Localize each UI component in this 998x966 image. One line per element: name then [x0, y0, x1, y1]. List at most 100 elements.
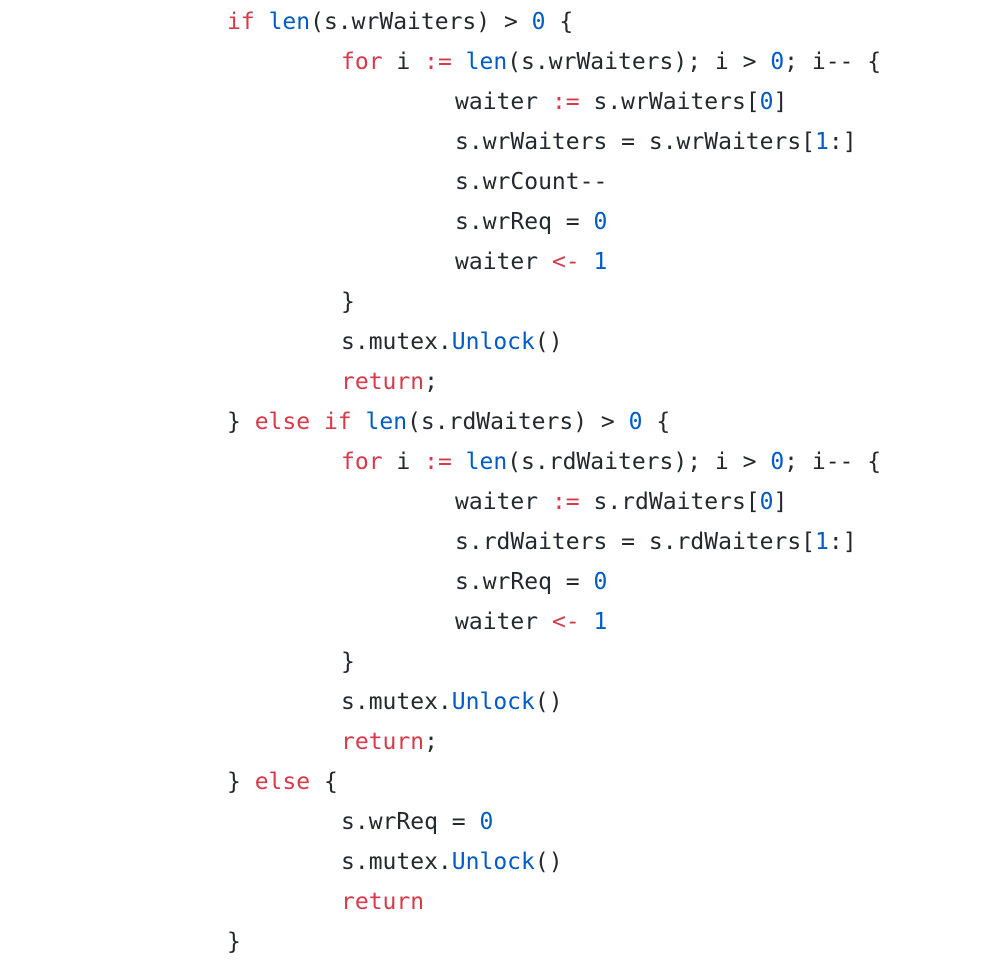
code-token: waiter [455, 89, 552, 115]
code-token: s.wrWaiters = s.wrWaiters[ [455, 129, 816, 155]
code-token: ; [424, 369, 438, 395]
code-line: if len(s.wrWaiters) > 0 { [0, 2, 998, 42]
code-token: (s.wrWaiters); i > [507, 49, 771, 75]
code-line: s.wrWaiters = s.wrWaiters[1:] [0, 122, 998, 162]
number-literal-token: 1 [815, 129, 829, 155]
code-token [580, 609, 594, 635]
code-line: waiter <- 1 [0, 242, 998, 282]
code-token: waiter [455, 489, 552, 515]
code-token: s.wrCount-- [455, 169, 608, 195]
keyword-token: for [341, 49, 383, 75]
code-token [310, 409, 324, 435]
code-line: s.mutex.Unlock() [0, 842, 998, 882]
code-token: (s.rdWaiters) > [407, 409, 629, 435]
code-token: s.mutex. [341, 329, 452, 355]
number-literal-token: 0 [628, 409, 643, 435]
operator-token: := [551, 489, 580, 515]
keyword-token: return [341, 729, 425, 755]
number-literal-token: 0 [770, 49, 785, 75]
code-line: } else { [0, 762, 998, 802]
code-token [352, 409, 366, 435]
code-token: i [382, 49, 425, 75]
code-token [452, 449, 466, 475]
code-line: s.rdWaiters = s.rdWaiters[1:] [0, 522, 998, 562]
code-token: s.rdWaiters = s.rdWaiters[ [455, 529, 816, 555]
keyword-token: return [341, 889, 425, 915]
code-token [255, 9, 269, 35]
code-token: () [534, 329, 563, 355]
code-line: return; [0, 362, 998, 402]
code-line: s.wrCount-- [0, 162, 998, 202]
code-token: } [341, 289, 355, 315]
code-token: (s.wrWaiters) > [310, 9, 532, 35]
code-token [452, 49, 466, 75]
code-line: s.wrReq = 0 [0, 562, 998, 602]
code-token: :] [828, 129, 857, 155]
operator-token: <- [551, 609, 580, 635]
code-line: waiter := s.wrWaiters[0] [0, 82, 998, 122]
number-literal-token: 1 [593, 249, 608, 275]
number-literal-token: 1 [593, 609, 608, 635]
operator-token: := [551, 89, 580, 115]
code-token: s.wrWaiters[ [579, 89, 760, 115]
function-name-token: len [465, 449, 508, 475]
code-token: s.wrReq = [341, 809, 480, 835]
code-token: s.wrReq = [455, 569, 594, 595]
code-token: () [534, 849, 563, 875]
keyword-token: else [254, 769, 311, 795]
code-token: () [534, 689, 563, 715]
code-token: ; [424, 729, 438, 755]
number-literal-token: 0 [593, 569, 608, 595]
code-token: s.rdWaiters[ [579, 489, 760, 515]
function-name-token: Unlock [451, 849, 535, 875]
code-token: ; i-- { [784, 449, 882, 475]
function-name-token: len [268, 9, 311, 35]
number-literal-token: 0 [479, 809, 494, 835]
code-line: return [0, 882, 998, 922]
code-line: } [0, 642, 998, 682]
code-token: { [642, 409, 671, 435]
code-line: for i := len(s.rdWaiters); i > 0; i-- { [0, 442, 998, 482]
code-line: } [0, 922, 998, 962]
code-token: { [310, 769, 338, 795]
number-literal-token: 0 [759, 89, 774, 115]
function-name-token: len [365, 409, 408, 435]
code-token [580, 249, 594, 275]
code-token: { [545, 9, 574, 35]
code-token: } [227, 409, 255, 435]
operator-token: := [424, 449, 452, 475]
keyword-token: for [341, 449, 383, 475]
code-token: i [382, 449, 425, 475]
number-literal-token: 1 [815, 529, 829, 555]
code-line: } [0, 282, 998, 322]
code-token: ] [773, 489, 788, 515]
code-token: } [341, 649, 355, 675]
code-token: (s.rdWaiters); i > [507, 449, 771, 475]
function-name-token: Unlock [451, 689, 535, 715]
number-literal-token: 0 [531, 9, 546, 35]
code-line: return; [0, 722, 998, 762]
code-token: } [227, 769, 255, 795]
code-line: s.wrReq = 0 [0, 802, 998, 842]
code-token: waiter [455, 609, 552, 635]
number-literal-token: 0 [759, 489, 774, 515]
code-token: ] [773, 89, 788, 115]
code-token: :] [828, 529, 857, 555]
code-token: s.mutex. [341, 689, 452, 715]
code-token: s.wrReq = [455, 209, 594, 235]
code-line: s.mutex.Unlock() [0, 322, 998, 362]
code-token: } [227, 929, 241, 955]
function-name-token: len [465, 49, 508, 75]
code-line: waiter := s.rdWaiters[0] [0, 482, 998, 522]
code-line: for i := len(s.wrWaiters); i > 0; i-- { [0, 42, 998, 82]
keyword-token: return [341, 369, 425, 395]
keyword-token: else [254, 409, 311, 435]
code-token: waiter [455, 249, 552, 275]
operator-token: <- [551, 249, 580, 275]
number-literal-token: 0 [770, 449, 785, 475]
code-line: s.mutex.Unlock() [0, 682, 998, 722]
operator-token: := [424, 49, 452, 75]
code-token: s.mutex. [341, 849, 452, 875]
code-token: ; i-- { [784, 49, 882, 75]
